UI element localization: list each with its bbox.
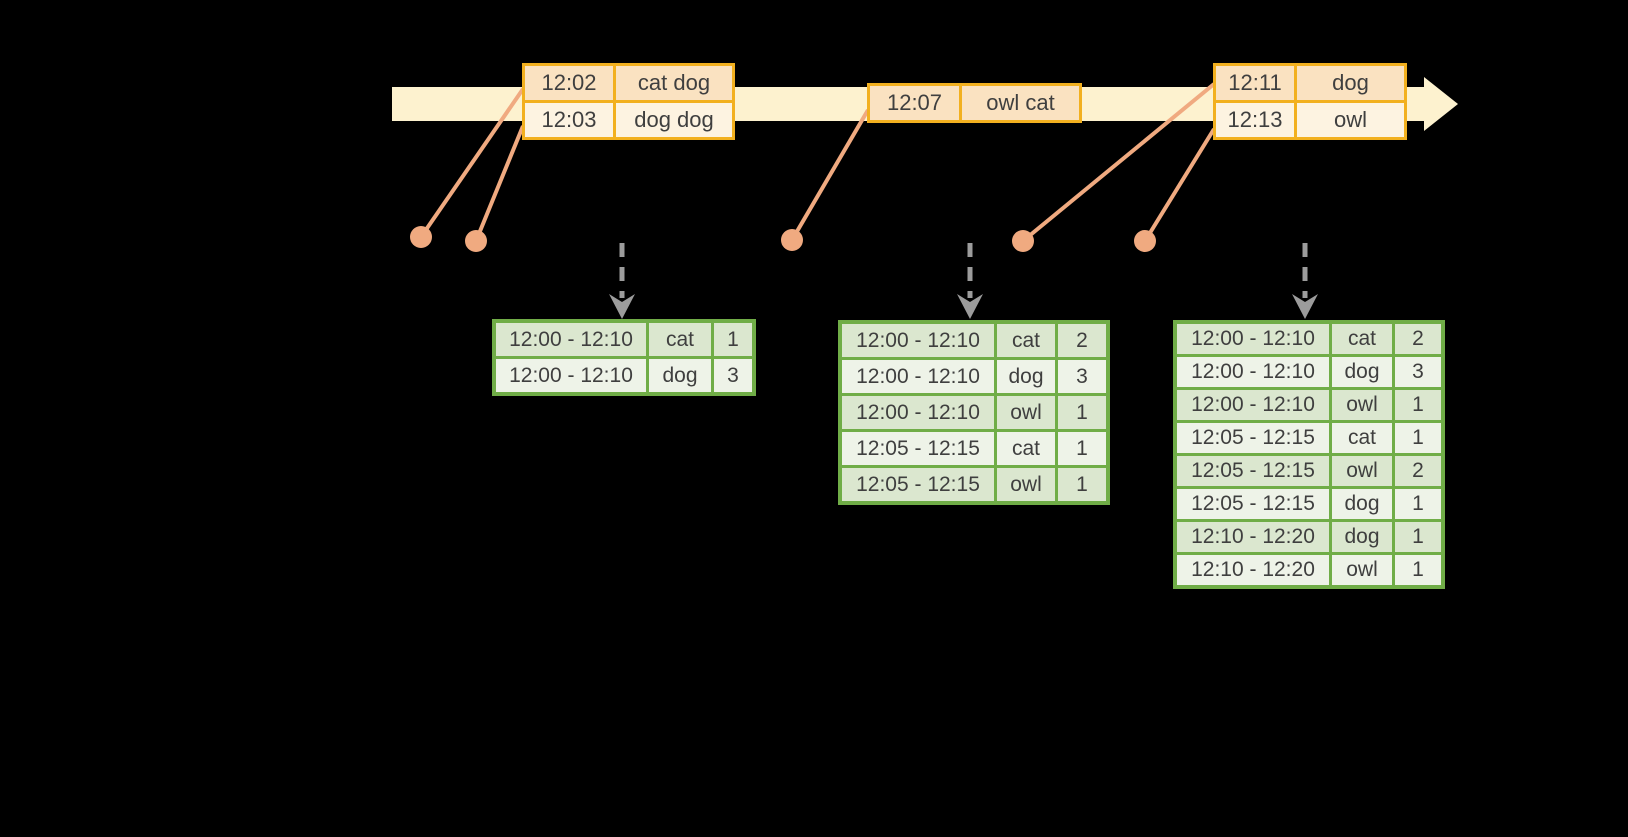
table-cell: 12:05 - 12:15	[838, 429, 997, 468]
table-cell: dog	[994, 357, 1058, 396]
table-cell: 3	[711, 356, 756, 396]
event-connector-line	[790, 108, 870, 242]
trigger-arrowhead-icon	[957, 294, 983, 319]
table-cell: 3	[1392, 354, 1445, 390]
table-cell: 12:05 - 12:15	[1173, 453, 1332, 489]
event-connector-line	[474, 125, 525, 242]
table-cell: 12:00 - 12:10	[838, 393, 997, 432]
table-cell: cat	[1329, 320, 1395, 357]
table-cell: 1	[1392, 420, 1445, 456]
table-cell: 12:13	[1213, 100, 1297, 140]
table-cell: dog dog	[613, 100, 735, 140]
table-cell: 3	[1055, 357, 1110, 396]
event-dot	[1012, 230, 1034, 252]
table-cell: 1	[1392, 387, 1445, 423]
table-cell: 12:00 - 12:10	[1173, 354, 1332, 390]
table-cell: 12:00 - 12:10	[1173, 320, 1332, 357]
table-cell: cat	[1329, 420, 1395, 456]
table-cell: 1	[1055, 465, 1110, 505]
table-cell: 2	[1392, 320, 1445, 357]
table-cell: 12:05 - 12:15	[1173, 420, 1332, 456]
table-cell: owl	[1329, 387, 1395, 423]
table-cell: 1	[711, 319, 756, 359]
table-cell: owl	[994, 393, 1058, 432]
table-cell: 12:07	[867, 83, 962, 123]
table-cell: cat	[646, 319, 714, 359]
event-connector-line	[419, 87, 525, 239]
event-dot	[410, 226, 432, 248]
event-connector-line	[1143, 127, 1216, 243]
event-dot	[781, 229, 803, 251]
table-cell: owl cat	[959, 83, 1082, 123]
table-cell: dog	[1294, 63, 1407, 103]
table-cell: 12:10 - 12:20	[1173, 552, 1332, 589]
table-cell: 12:10 - 12:20	[1173, 519, 1332, 555]
table-cell: 1	[1392, 486, 1445, 522]
table-cell: 12:00 - 12:10	[492, 356, 649, 396]
table-cell: owl	[1294, 100, 1407, 140]
table-cell: 2	[1392, 453, 1445, 489]
table-cell: cat	[994, 429, 1058, 468]
table-cell: dog	[1329, 486, 1395, 522]
table-cell: cat dog	[613, 63, 735, 103]
table-cell: 12:02	[522, 63, 616, 103]
trigger-arrowhead-icon	[609, 294, 635, 319]
table-cell: owl	[1329, 453, 1395, 489]
table-cell: 12:03	[522, 100, 616, 140]
table-cell: 1	[1392, 519, 1445, 555]
event-connector-line	[1021, 82, 1216, 243]
table-cell: 1	[1055, 393, 1110, 432]
table-cell: 12:05 - 12:15	[838, 465, 997, 505]
table-cell: dog	[646, 356, 714, 396]
table-cell: dog	[1329, 519, 1395, 555]
table-cell: 12:00 - 12:10	[492, 319, 649, 359]
table-cell: 12:00 - 12:10	[838, 320, 997, 360]
table-cell: owl	[994, 465, 1058, 505]
event-dot	[1134, 230, 1156, 252]
table-cell: 1	[1392, 552, 1445, 589]
table-cell: 2	[1055, 320, 1110, 360]
table-cell: 12:00 - 12:10	[838, 357, 997, 396]
event-dot	[465, 230, 487, 252]
table-cell: dog	[1329, 354, 1395, 390]
table-cell: 12:05 - 12:15	[1173, 486, 1332, 522]
table-cell: 12:00 - 12:10	[1173, 387, 1332, 423]
table-cell: 12:11	[1213, 63, 1297, 103]
trigger-arrowhead-icon	[1292, 294, 1318, 319]
table-cell: owl	[1329, 552, 1395, 589]
event-time-axis-arrowhead-icon	[1424, 77, 1458, 131]
table-cell: 1	[1055, 429, 1110, 468]
table-cell: cat	[994, 320, 1058, 360]
